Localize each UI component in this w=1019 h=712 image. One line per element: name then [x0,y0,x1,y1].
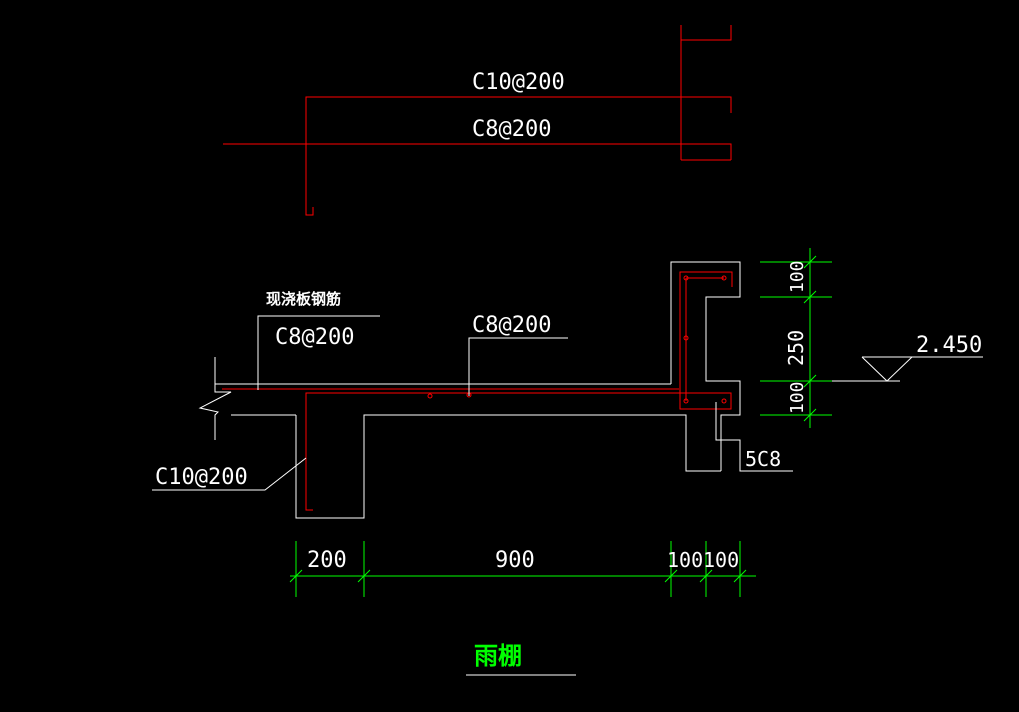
slab-bar-label: C8@200 [275,325,354,350]
beam-outline [295,414,721,519]
leader-lines [152,315,793,491]
horizontal-dimension-texts: 200 900 100 100 [307,548,739,573]
dim-v-2: 250 [784,330,808,366]
dim-v-1: 100 [787,260,808,293]
cast-slab-note: 现浇板钢筋 [266,290,341,308]
edge-bars-label: 5C8 [745,447,781,471]
upstand-outline [670,261,741,471]
dim-v-3: 100 [787,381,808,414]
rebar-dot [683,275,689,281]
upper-bar-label: C10@200 [472,70,565,95]
beam-bar-leader [152,457,307,491]
elevation-value: 2.450 [916,333,982,358]
section-rebar [222,271,733,511]
elevation-mark [832,356,983,382]
vertical-dimensions [760,248,832,428]
rebar-dot [427,393,433,399]
dim-h-2: 900 [495,548,535,573]
drawing-title: 雨棚 [474,642,522,670]
upper-bar [305,96,732,216]
slab-bar-leader [257,315,380,390]
dim-h-1: 200 [307,548,347,573]
rebar-dot [721,398,727,404]
rebar-dot [721,275,727,281]
dim-h-3: 100 [667,548,703,572]
edge-bars-leader [715,402,793,472]
section-outline [198,261,741,519]
dim-h-4: 100 [703,548,739,572]
canopy-bar-leader [468,337,568,396]
rebar-dot [683,398,689,404]
lower-bar-label: C8@200 [472,117,551,142]
canopy-bar-label: C8@200 [472,313,551,338]
rebar-dot [683,335,689,341]
lower-bar [223,143,732,160]
top-rebar-detail [223,25,732,216]
vertical-dimension-texts: 100 250 100 [784,260,808,414]
break-line [198,357,232,440]
beam-bar [305,271,733,511]
horizontal-dimensions [289,541,756,597]
beam-bar-label: C10@200 [155,465,248,490]
end-bar [680,25,732,41]
